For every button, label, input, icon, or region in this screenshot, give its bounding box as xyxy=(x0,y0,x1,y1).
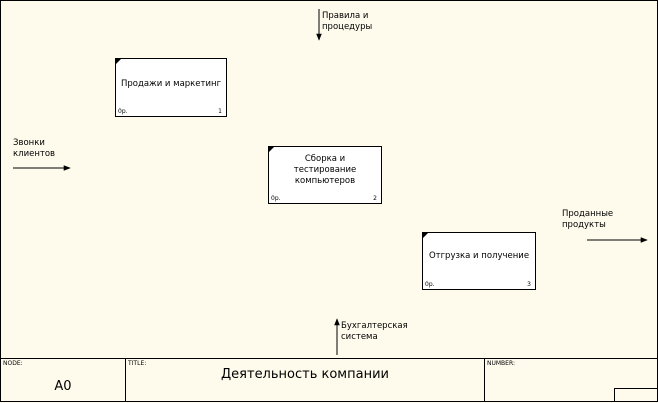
node-caption: NODE: xyxy=(3,360,23,367)
inputs-label: Звонки клиентов xyxy=(13,138,56,159)
diagram-title[interactable]: Деятельность компании xyxy=(221,367,389,382)
controls-label: Правила и процедуры xyxy=(322,11,373,32)
activity-cost: 0р. xyxy=(425,281,435,288)
activity-box-1[interactable]: Продажи и маркетинг 0р. 1 xyxy=(115,58,230,120)
title-cell: TITLE: Деятельность компании xyxy=(126,359,485,401)
activity-cost: 0р. xyxy=(271,195,281,202)
number-inner-box xyxy=(614,388,657,401)
activity-box-2[interactable]: Сборка и тестирование компьютеров 0р. 2 xyxy=(268,146,385,207)
node-cell: NODE: A0 xyxy=(1,359,126,401)
mechanisms-label: Бухгалтерская система xyxy=(341,321,408,342)
node-value: A0 xyxy=(54,379,72,394)
box-corner-marker xyxy=(269,147,274,152)
activity-number: 3 xyxy=(527,281,531,288)
number-cell: NUMBER: xyxy=(485,359,657,401)
activity-number: 2 xyxy=(373,195,377,202)
number-caption: NUMBER: xyxy=(487,360,515,367)
activity-box-3[interactable]: Отгрузка и получение 0р. 3 xyxy=(422,232,539,293)
activity-title: Сборка и тестирование компьютеров xyxy=(293,154,357,186)
activity-cost: 0р. xyxy=(118,108,128,115)
activity-title: Отгрузка и получение xyxy=(428,251,530,261)
diagram-frame-footer: NODE: A0 TITLE: Деятельность компании NU… xyxy=(1,358,657,401)
outputs-label: Проданные продукты xyxy=(562,209,614,230)
title-caption: TITLE: xyxy=(128,360,147,367)
activity-title: Продажи и маркетинг xyxy=(120,79,222,89)
box-corner-marker xyxy=(116,59,121,64)
box-corner-marker xyxy=(423,233,428,238)
activity-number: 1 xyxy=(218,108,222,115)
